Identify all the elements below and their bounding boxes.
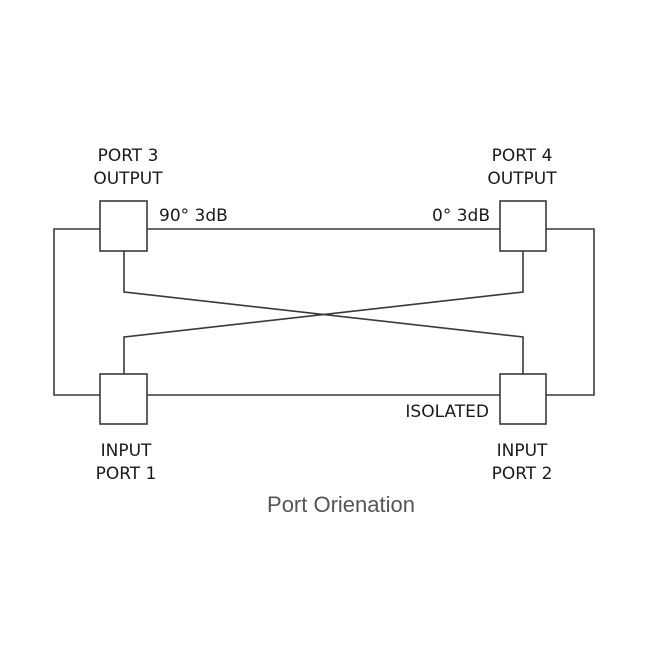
right-loop-line xyxy=(545,228,595,396)
cross-line-port3-to-port2 xyxy=(123,251,524,374)
port-4-signal: 0° 3dB xyxy=(432,206,490,226)
left-loop-line xyxy=(53,228,101,396)
port-3-signal: 90° 3dB xyxy=(159,206,228,226)
diagram-caption: Port Orienation xyxy=(267,492,415,517)
port-2-signal: ISOLATED xyxy=(405,402,489,422)
port-2-name: PORT 2 xyxy=(492,464,553,484)
port-1-role: INPUT xyxy=(101,441,152,461)
port-3-role: OUTPUT xyxy=(93,169,163,189)
port-4-name: PORT 4 xyxy=(492,146,553,166)
port-4-role: OUTPUT xyxy=(487,169,557,189)
cross-line-port4-to-port1 xyxy=(123,251,524,374)
port-3-name: PORT 3 xyxy=(98,146,159,166)
port-3-box xyxy=(99,200,148,252)
port-4-box xyxy=(499,200,547,252)
port-2-box xyxy=(499,373,547,425)
port-1-name: PORT 1 xyxy=(96,464,157,484)
port-2-role: INPUT xyxy=(497,441,548,461)
port-1-box xyxy=(99,373,148,425)
